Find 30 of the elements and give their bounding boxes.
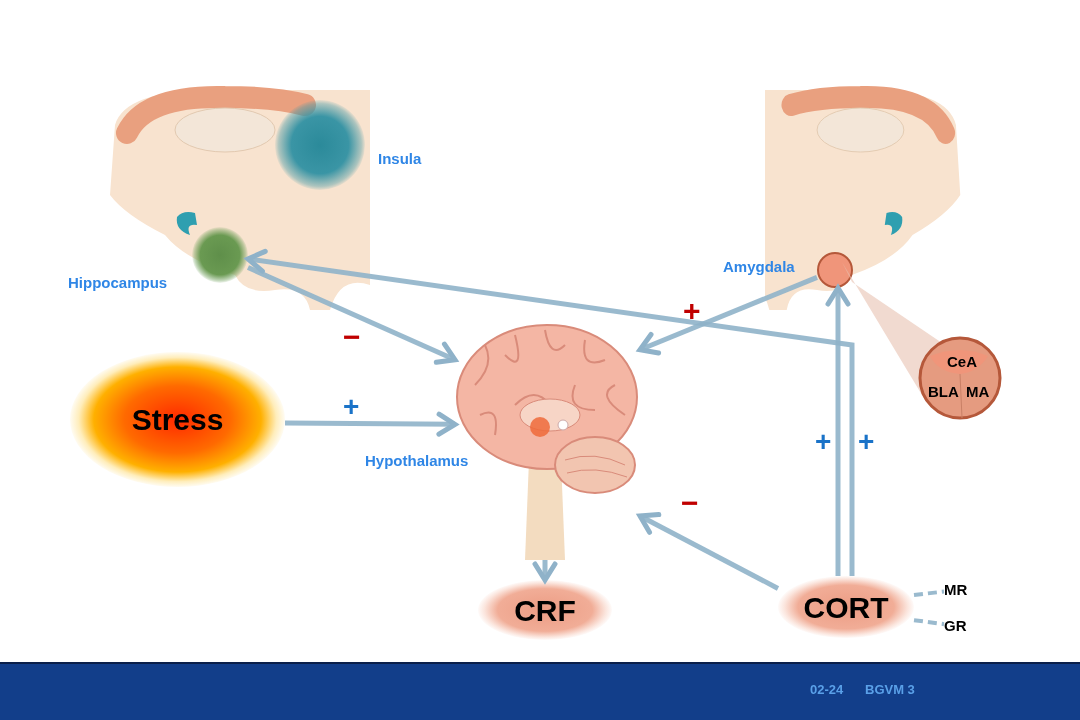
dashed-connector [913, 589, 945, 597]
region-label: CeA [947, 354, 977, 369]
hippocampus-region [192, 227, 248, 283]
region-label: BLA [928, 384, 959, 399]
dashed-connector [913, 618, 945, 627]
node-label: Stress [131, 402, 224, 438]
arrow [637, 275, 818, 356]
plus-sign: + [683, 296, 701, 326]
receptor-text: GR [944, 615, 967, 636]
node-label: CORT [803, 589, 889, 626]
minus-sign: − [343, 322, 361, 352]
node-label: CRF [514, 592, 576, 629]
plus-sign: + [858, 428, 875, 456]
region-label: MA [966, 384, 990, 399]
region-label: Hippocampus [68, 273, 168, 293]
receptor-text: MR [944, 579, 968, 600]
plus-sign: + [815, 428, 832, 456]
arrow [532, 560, 558, 583]
arrow [284, 411, 458, 437]
minus-sign: − [681, 488, 699, 518]
region-label: Amygdala [723, 257, 795, 277]
region-label: Insula [378, 149, 422, 169]
arrow [247, 265, 458, 365]
plus-sign: + [343, 393, 360, 421]
slide-number: BGVM 3 [865, 683, 915, 696]
arrow [825, 285, 851, 576]
slide-code: 02-24 [810, 683, 844, 696]
arrow [637, 512, 780, 591]
region-label: Hypothalamus [365, 451, 469, 471]
arrow [245, 248, 855, 576]
